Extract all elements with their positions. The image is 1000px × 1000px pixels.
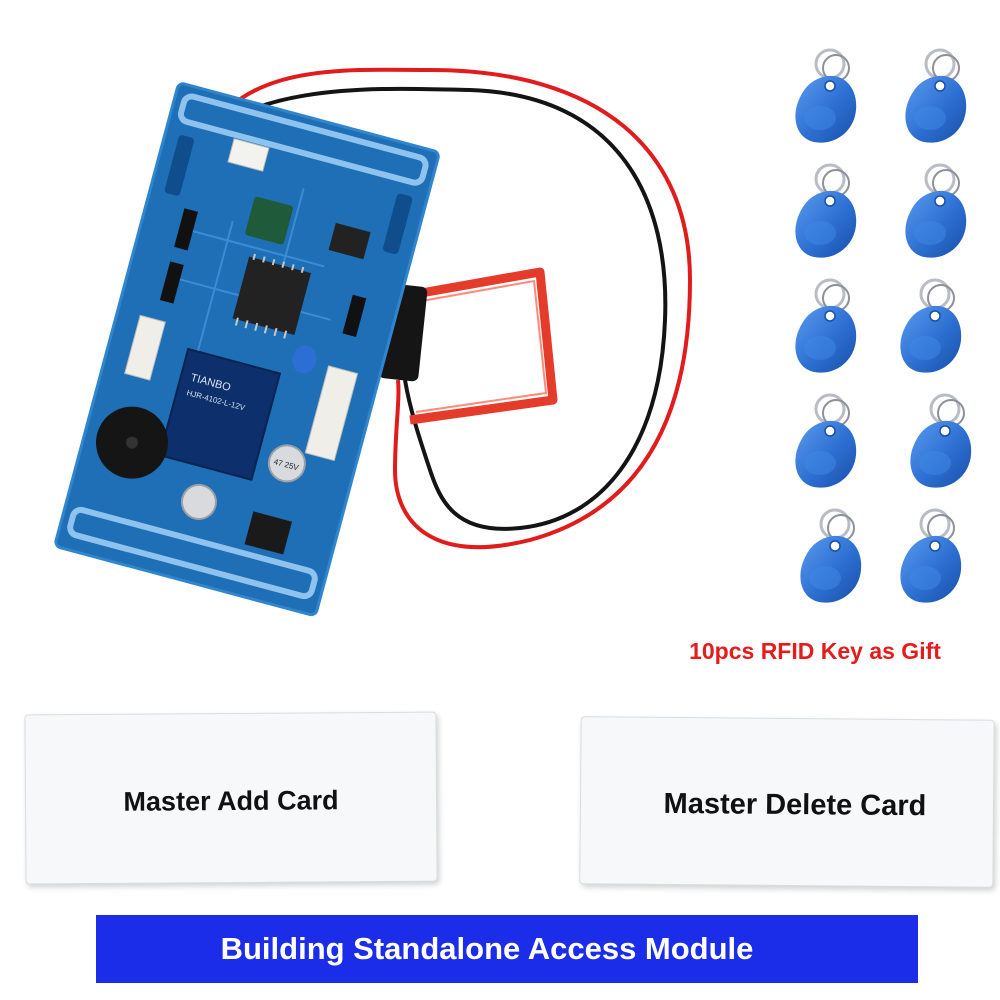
banner-title: Building Standalone Access Module: [220, 931, 754, 966]
rfid-keyfob-icon: [793, 48, 858, 145]
master-add-card: Master Add Card: [24, 711, 438, 885]
buzzer-icon: [96, 406, 169, 479]
master-delete-card-label: Master Delete Card: [663, 787, 927, 822]
rfid-keyfob-icon: [903, 48, 968, 145]
rfid-keyfob-icon: [793, 163, 858, 260]
title-banner: Building Standalone Access Module: [96, 915, 918, 983]
master-add-card-label: Master Add Card: [123, 784, 339, 817]
wires: [183, 67, 693, 550]
rfid-keyfob-icon: [903, 163, 968, 260]
master-delete-card: Master Delete Card: [579, 716, 995, 888]
gift-caption: 10pcs RFID Key as Gift: [689, 638, 941, 664]
pcb-board: TIANBO HJR-4102-L-12V 47 25V: [54, 82, 440, 617]
antenna-coil-icon: [378, 267, 558, 425]
rfid-keyfob-icon: [898, 278, 963, 375]
rfid-keyfob-icon: [793, 393, 858, 490]
rfid-keyfob-icon: [898, 508, 963, 605]
rfid-keyfob-icon: [798, 508, 863, 605]
keyfob-grid: [793, 48, 973, 605]
rfid-keyfob-icon: [793, 278, 858, 375]
rfid-keyfob-icon: [908, 393, 973, 490]
